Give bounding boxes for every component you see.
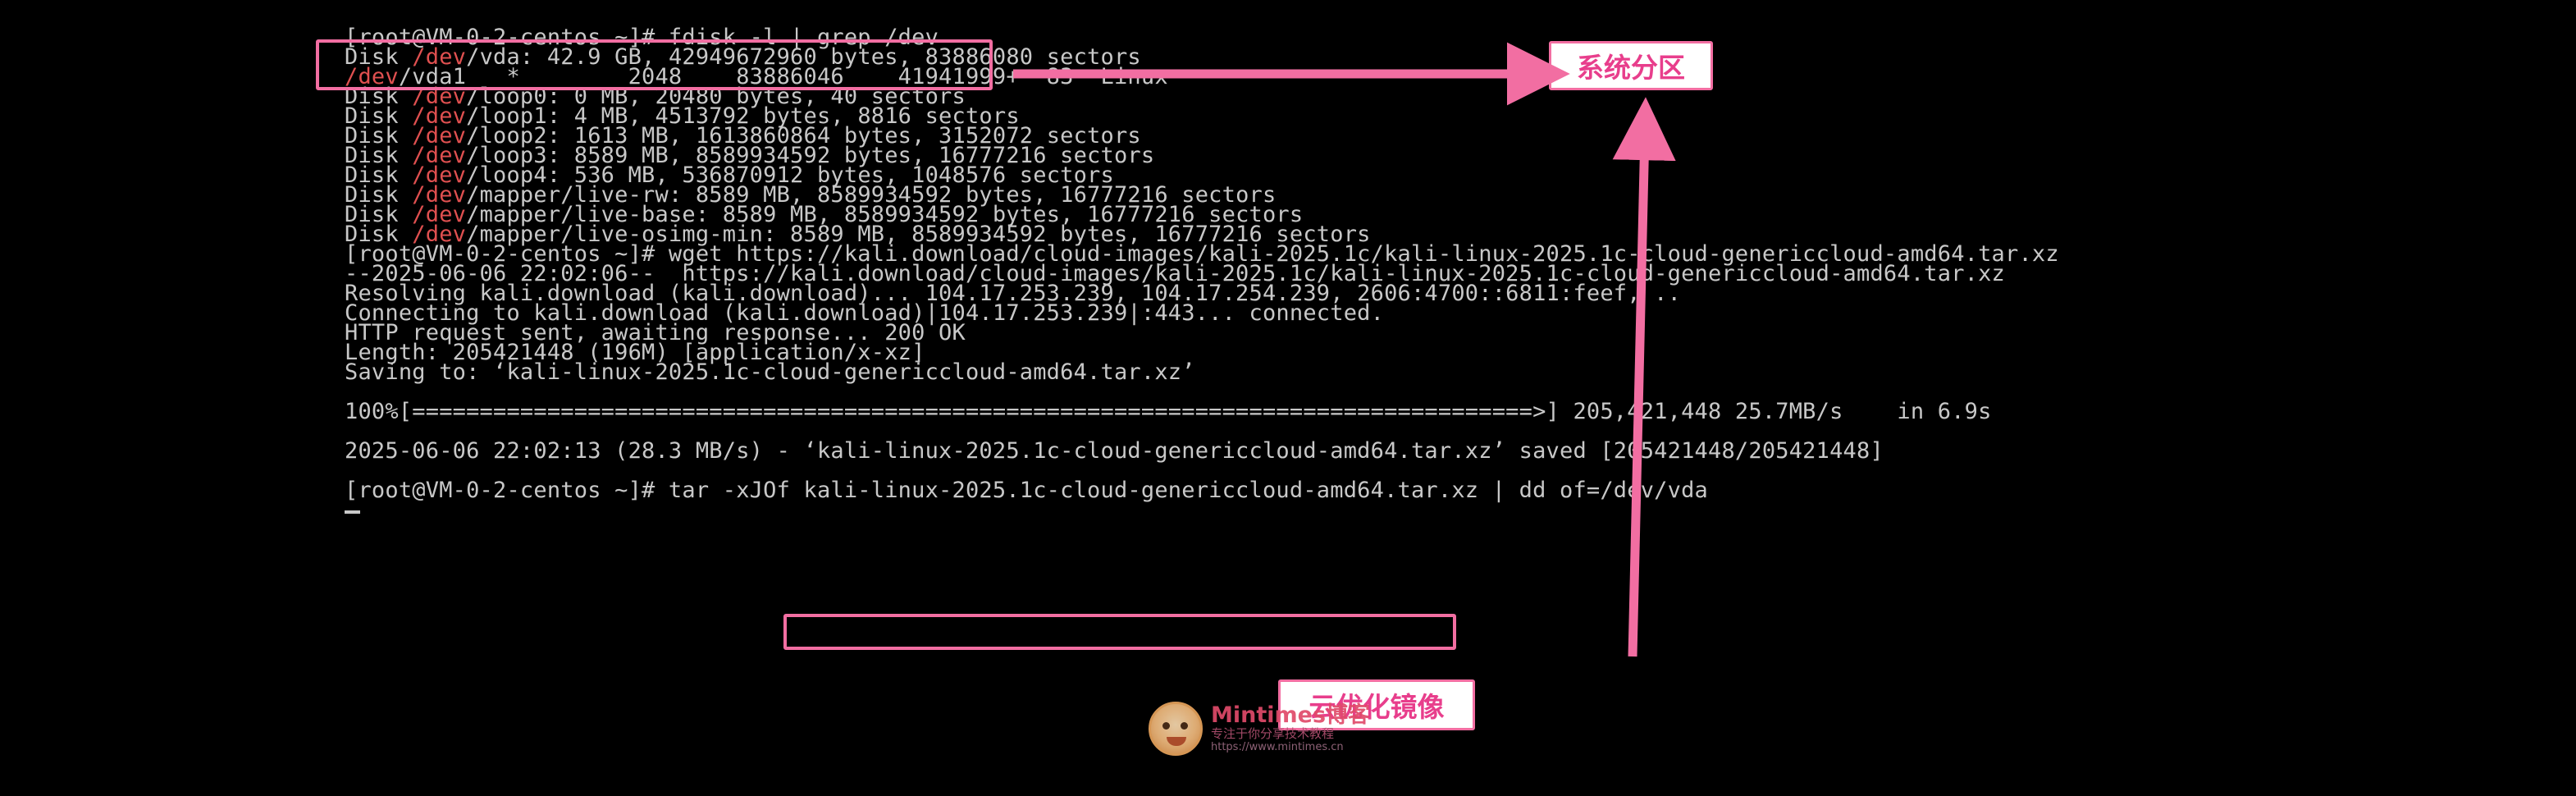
terminal-line-wget-saving: Saving to: ‘kali-linux-2025.1c-cloud-gen… [345, 359, 1195, 385]
watermark-title: Mintimes博客 [1211, 702, 1371, 728]
terminal-line-cmd-wget: [root@VM-0-2-centos ~]# wget https://kal… [345, 241, 2059, 267]
terminal-line-disk-live-osimg: Disk /dev/mapper/live-osimg-min: 8589 MB… [345, 222, 1371, 247]
terminal-line-disk-loop4: Disk /dev/loop4: 536 MB, 536870912 bytes… [345, 162, 1114, 188]
terminal-line-disk-loop3: Disk /dev/loop3: 8589 MB, 8589934592 byt… [345, 143, 1155, 168]
terminal-line-disk-live-rw: Disk /dev/mapper/live-rw: 8589 MB, 85899… [345, 182, 1277, 208]
terminal-line-wget-connect: Connecting to kali.download (kali.downlo… [345, 300, 1385, 326]
terminal-line-cmd-tar: [root@VM-0-2-centos ~]# tar -xJOf kali-l… [345, 478, 1708, 503]
cat-avatar-icon [1149, 702, 1203, 756]
terminal-line-disk-loop2: Disk /dev/loop2: 1613 MB, 1613860864 byt… [345, 123, 1141, 149]
terminal-line-wget-ts: --2025-06-06 22:02:06-- https://kali.dow… [345, 261, 2006, 286]
terminal-line-wget-request: HTTP request sent, awaiting response... … [345, 320, 966, 345]
site-watermark: Mintimes博客 专注于你分享技术教程 https://www.mintim… [1149, 702, 1370, 756]
terminal-line-disk-vda: Disk /dev/vda: 42.9 GB, 42949672960 byte… [345, 44, 1141, 70]
watermark-url: https://www.mintimes.cn [1211, 741, 1344, 753]
terminal-output-pane[interactable]: [root@VM-0-2-centos ~]# fdisk -l | grep … [0, 18, 2576, 796]
terminal-line-cmd-fdisk: [root@VM-0-2-centos ~]# fdisk -l | grep … [345, 25, 939, 50]
watermark-subtitle: 专注于你分享技术教程 [1211, 726, 1335, 741]
terminal-cursor [345, 510, 360, 514]
system-partition-label: 系统分区 [1549, 41, 1713, 90]
terminal-line-disk-live-base: Disk /dev/mapper/live-base: 8589 MB, 858… [345, 202, 1304, 227]
terminal-line-wget-length: Length: 205421448 (196M) [application/x-… [345, 340, 925, 365]
terminal-line-wget-progress: 100%[===================================… [345, 399, 1992, 424]
cloud-image-label: 云优化镜像 [1278, 679, 1475, 730]
terminal-line-disk-loop1: Disk /dev/loop1: 4 MB, 4513792 bytes, 88… [345, 103, 1020, 129]
terminal-line-wget-resolve: Resolving kali.download (kali.download).… [345, 281, 1682, 306]
terminal-line-wget-saved: 2025-06-06 22:02:13 (28.3 MB/s) - ‘kali-… [345, 438, 1884, 464]
